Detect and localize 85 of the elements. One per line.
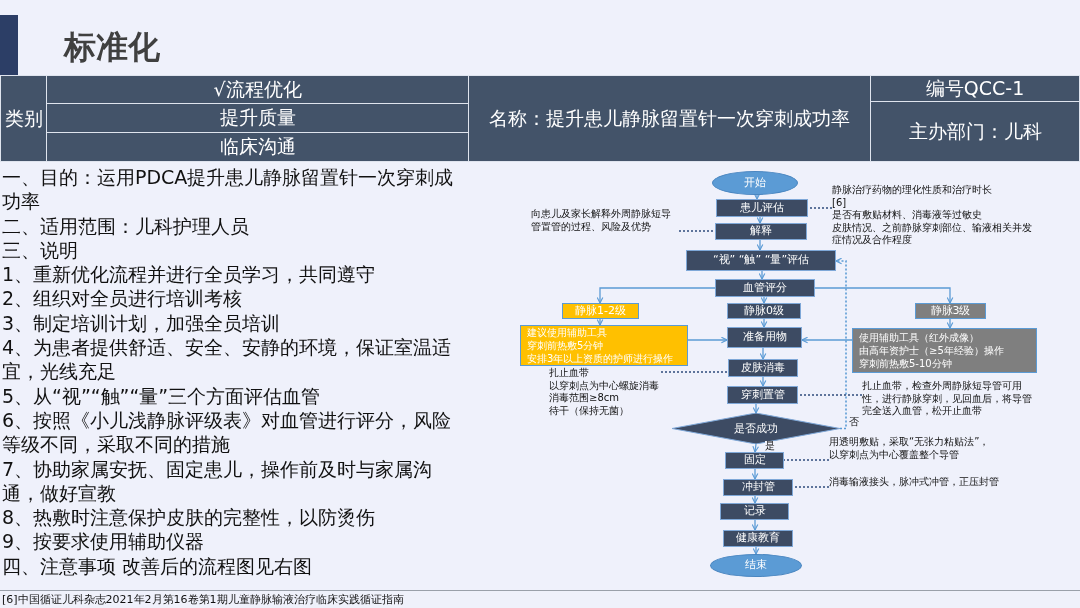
measure-text: 安排3年以上资质的护师进行操作: [527, 352, 675, 365]
header-cell: 主办部门：儿科: [870, 101, 1080, 162]
flow-arrow: [760, 318, 768, 328]
process-box: 解释: [715, 223, 807, 240]
flow-arrow: [687, 336, 728, 344]
leader-line: [678, 230, 716, 232]
list-item: 3、制定培训计划，加强全员培训: [2, 310, 282, 336]
flow-arrow: [756, 216, 764, 224]
flow-arrow: [752, 546, 760, 555]
flow-arrow: [596, 287, 716, 304]
list-item: 四、注意事项 改善后的流程图见右图: [2, 553, 314, 579]
edge-label: 是: [765, 441, 775, 451]
flow-arrow: [835, 257, 847, 430]
flow-arrow: [596, 318, 604, 326]
process-box: “视” “触” “量”评估: [686, 250, 836, 271]
flow-arrow: [759, 347, 767, 360]
flow-arrow: [801, 336, 853, 344]
header-cell: 名称：提升患儿静脉留置针一次穿刺成功率: [468, 75, 871, 162]
process-box: 健康教育: [723, 530, 793, 547]
list-item: 2、组织对全员进行培训考核: [2, 286, 244, 311]
process-box: 静脉1-2级: [562, 303, 639, 319]
annotation-text: 扎止血带，检查外周静脉短导管可用性，进行静脉穿刺，见回血后，将导管完全送入血管，松开止血带: [862, 380, 1033, 418]
flow-arrow: [751, 468, 759, 480]
measure-box: [520, 325, 688, 366]
annotation-text: 消毒输液接头，脉冲式冲管，正压封管: [829, 476, 999, 489]
flow-arrow: [760, 296, 768, 304]
list-item: 三、说明: [2, 237, 79, 263]
leader-line: [797, 394, 863, 396]
measure-text: 由高年资护士（≥5年经验）操作: [859, 344, 1005, 357]
header-cell: 提升质量: [46, 103, 469, 133]
process-box: 穿刺置管: [727, 386, 798, 404]
list-item: 4、为患者提供舒适、安全、安静的环境，保证室温适宜，光线充足: [2, 335, 453, 384]
annotation-text: 消毒范围≥8cm: [549, 392, 620, 405]
edge-label: 否: [849, 417, 859, 427]
flow-arrow: [758, 270, 766, 280]
footnote: [6]中国循证儿科杂志2021年2月第16卷第1期儿童静脉输液治疗临床实践循证指南: [2, 592, 404, 607]
flow-arrow: [946, 318, 954, 329]
header-cell: √流程优化: [46, 75, 469, 104]
flow-arrow: [752, 403, 760, 414]
list-item: 8、热敷时注意保护皮肤的完整性，以防烫伤: [2, 505, 377, 530]
annotation-text: [6]: [832, 196, 848, 209]
list-item: 一、目的：运用PDCA提升患儿静脉留置针一次穿刺成功率: [2, 165, 455, 214]
leader-line: [807, 207, 833, 209]
annotation-text: 皮肤情况、之前静脉穿刺部位、输液相关并发症情况及合作程度: [832, 221, 1033, 247]
flow-arrow: [752, 443, 760, 453]
process-box: 固定: [725, 452, 784, 469]
annotation-text: 以穿刺点为中心螺旋消毒: [549, 379, 660, 392]
header-cell: 编号QCC-1: [870, 75, 1080, 102]
flow-arrow: [751, 519, 759, 531]
annotation-text: 扎止血带: [549, 367, 590, 380]
terminal-oval: 结束: [710, 554, 802, 577]
process-box: 静脉0级: [727, 303, 801, 319]
process-box: 静脉3级: [915, 303, 986, 319]
process-box: 皮肤消毒: [728, 359, 798, 377]
flow-arrow: [814, 287, 954, 304]
measure-text: 使用辅助工具（红外成像）: [859, 331, 980, 344]
annotation-text: 静脉治疗药物的理化性质和治疗时长: [832, 184, 993, 197]
flow-arrow: [759, 376, 767, 387]
page-title: 标准化: [64, 28, 160, 67]
measure-text: 穿刺前热敷5分钟: [527, 339, 605, 352]
annotation-text: 待干（保持无菌）: [549, 404, 630, 417]
annotation-text: 是否有敷贴材料、消毒液等过敏史: [832, 209, 983, 222]
list-item: 7、协助家属安抚、固定患儿，操作前及时与家属沟通，做好宣教: [2, 456, 434, 506]
list-item: 6、按照《小儿浅静脉评级表》对血管进行评分，风险等级不同，采取不同的措施: [2, 407, 453, 457]
list-item: 5、从“视”“触”“量”三个方面评估血管: [2, 383, 322, 408]
list-item: 1、重新优化流程并进行全员学习，共同遵守: [2, 262, 377, 287]
annotation-text: 用透明敷贴，采取“无张力粘贴法”，以穿刺点为中心覆盖整个导管: [829, 436, 991, 461]
flow-arrow: [756, 239, 764, 251]
list-item: 二、适用范围：儿科护理人员: [2, 213, 250, 238]
process-box: 冲封管: [723, 479, 793, 496]
list-item: 9、按要求使用辅助仪器: [2, 529, 206, 554]
terminal-oval: 开始: [712, 171, 798, 195]
process-box: 血管评分: [715, 279, 815, 297]
leader-line: [792, 486, 830, 488]
header-cell: 临床沟通: [46, 132, 469, 162]
measure-box: [852, 328, 1037, 373]
leader-line: [660, 371, 729, 373]
annotation-text: 向患儿及家长解释外周静脉短导管置管的过程、风险及优势: [531, 208, 672, 233]
flow-arrow: [751, 495, 759, 504]
measure-text: 建议使用辅助工具: [527, 326, 608, 339]
process-box: 准备用物: [727, 327, 802, 348]
header-cell: 类别: [0, 75, 47, 162]
process-box: 记录: [720, 503, 789, 520]
process-box: 患儿评估: [716, 199, 808, 217]
measure-text: 穿刺前热敷5-10分钟: [859, 357, 953, 370]
